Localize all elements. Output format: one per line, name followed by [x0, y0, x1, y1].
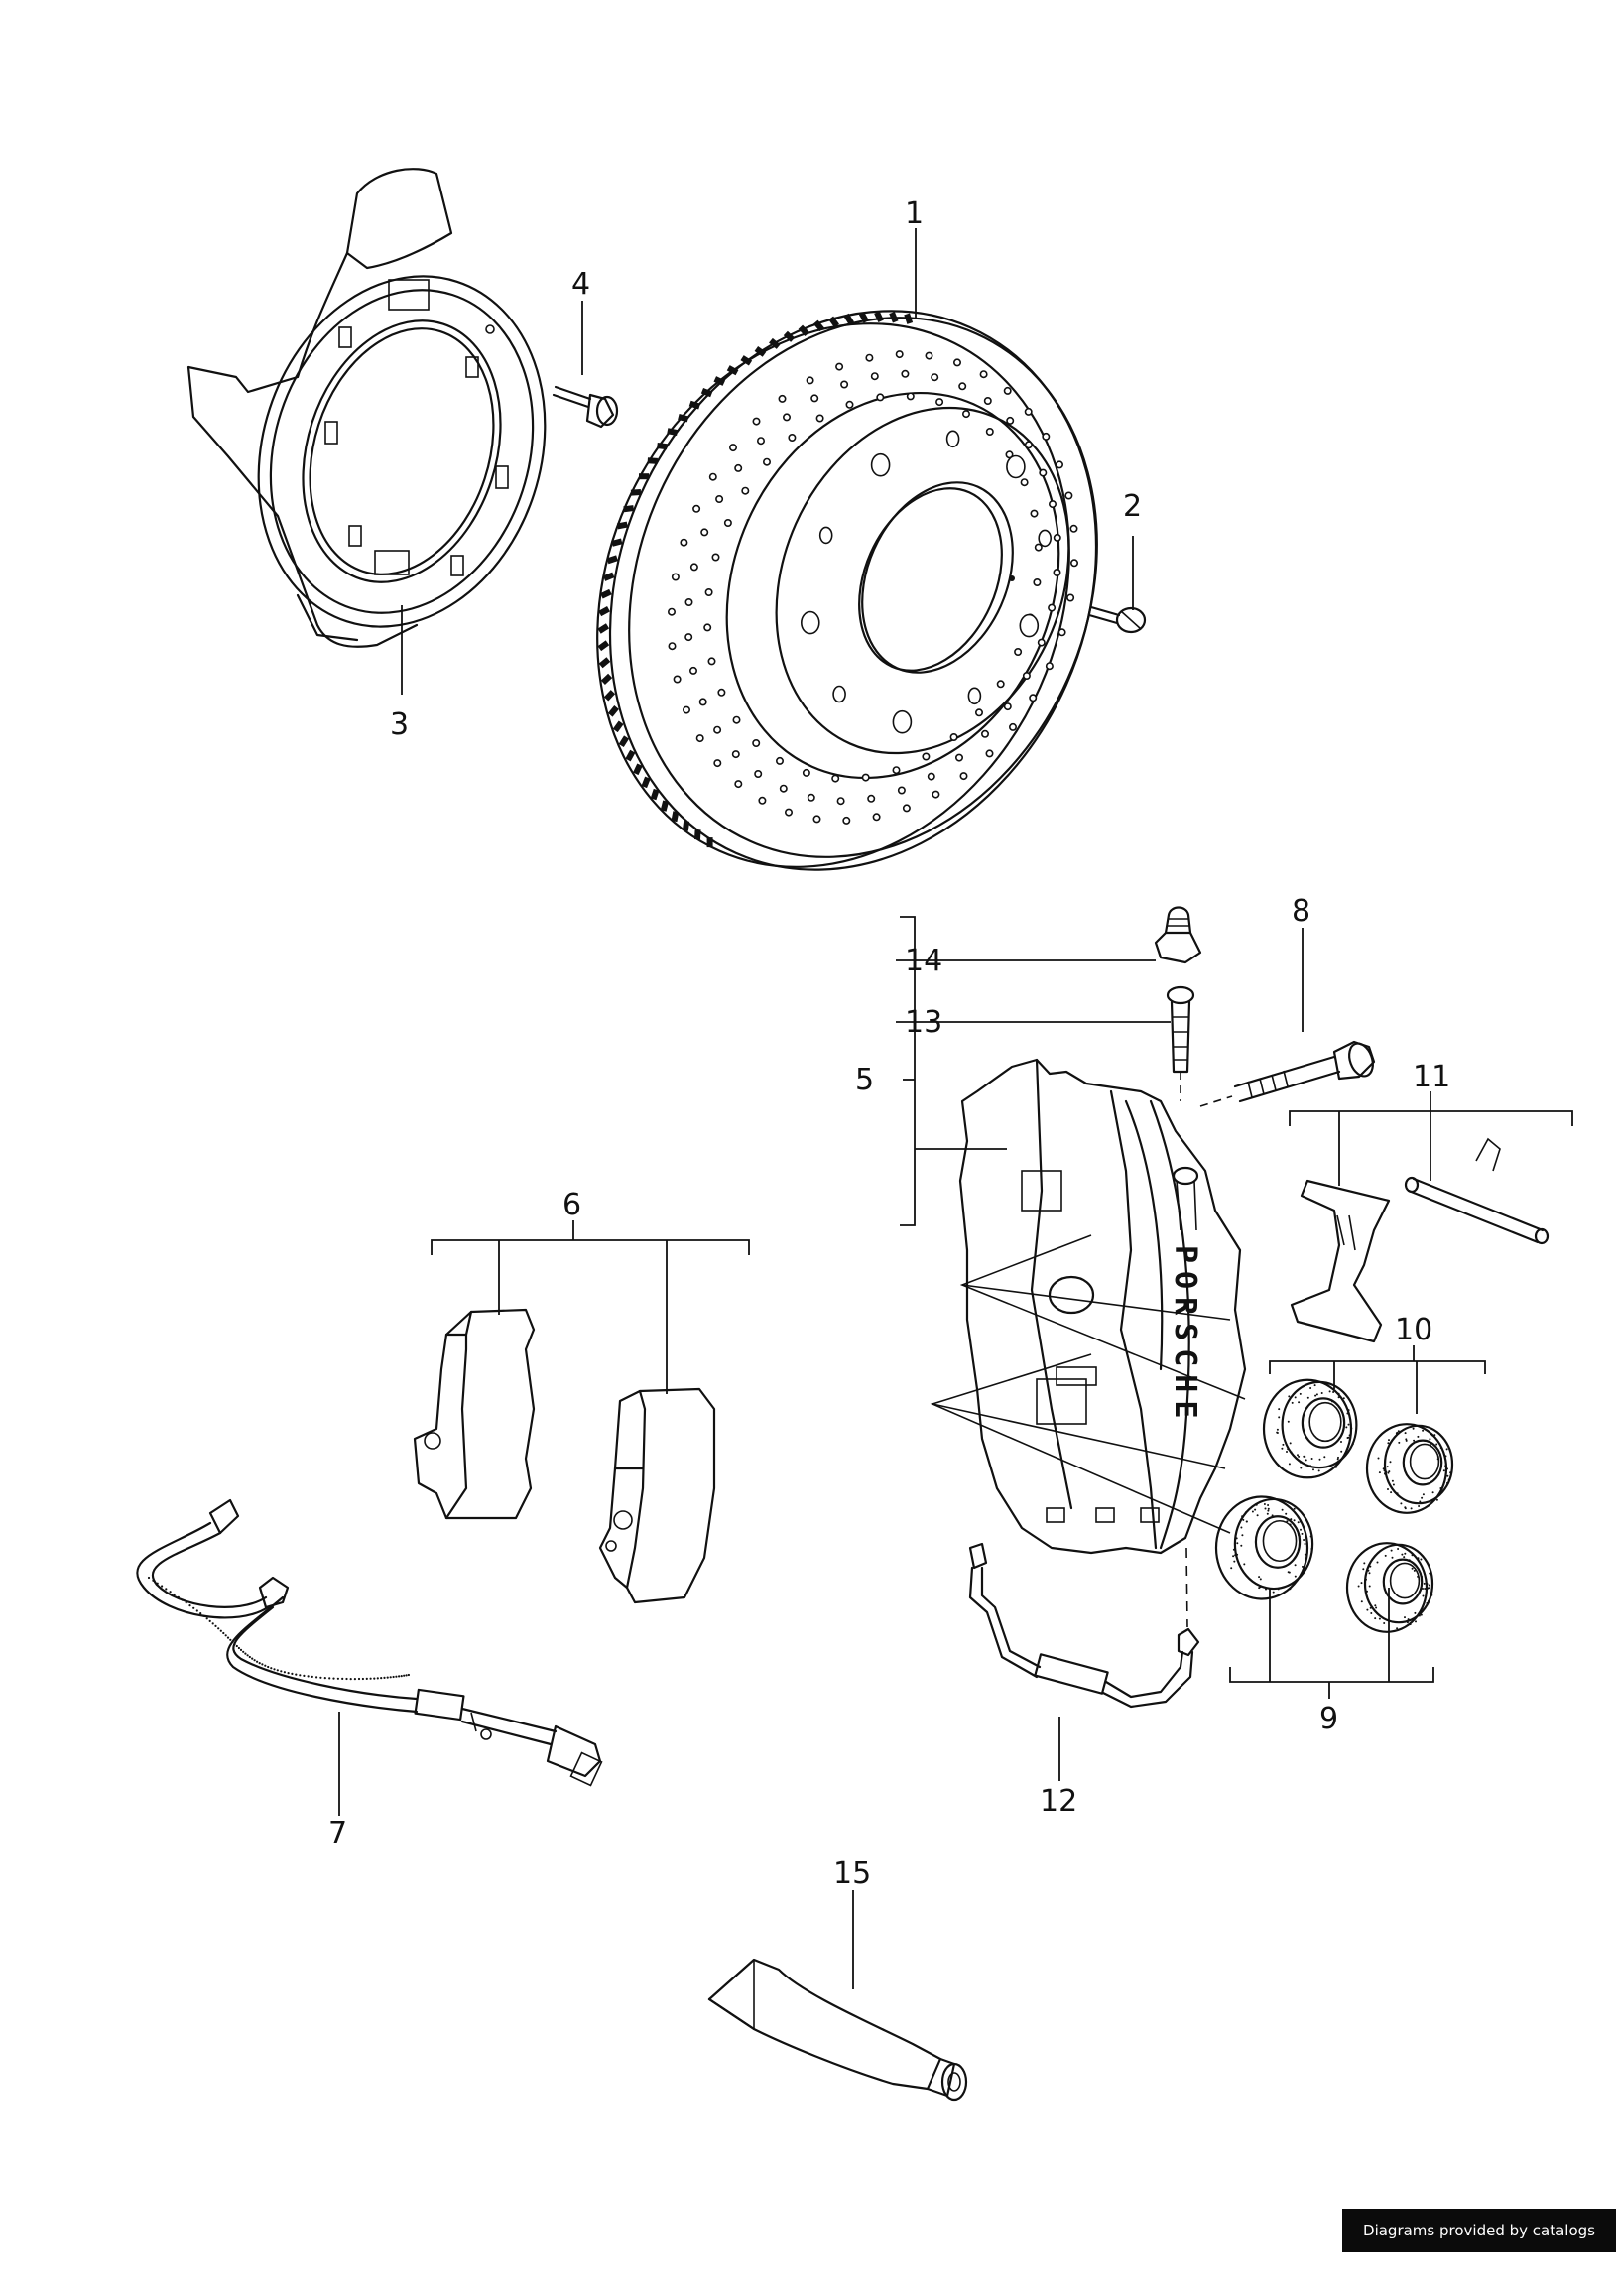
- brake-line: [970, 1544, 1198, 1707]
- callout-numbers: 1 2 3 4 5 6 7 8 9 10 11 12 13 14 15: [328, 196, 1450, 1891]
- credit-badge: Diagrams provided by catalogs parts: [1342, 2209, 1616, 2252]
- wear-sensor: [137, 1500, 601, 1785]
- pistons: [1216, 1380, 1452, 1632]
- callout-10: 10: [1395, 1313, 1432, 1347]
- callout-13: 13: [905, 1005, 942, 1040]
- callout-15: 15: [833, 1856, 871, 1891]
- callout-8: 8: [1292, 894, 1310, 929]
- caliper-bolt: [1200, 1040, 1377, 1106]
- callout-11: 11: [1413, 1060, 1450, 1094]
- pad-retainer: [1292, 1139, 1548, 1341]
- callout-1: 1: [905, 196, 924, 231]
- callout-5: 5: [855, 1063, 874, 1097]
- caliper-logo: PORSCHE: [1168, 1245, 1202, 1426]
- callout-6: 6: [562, 1188, 581, 1222]
- callout-3: 3: [390, 707, 409, 742]
- grease-tube: [709, 1960, 966, 2100]
- brake-shield: [188, 169, 589, 664]
- callout-7: 7: [328, 1816, 347, 1850]
- callout-2: 2: [1123, 489, 1142, 524]
- bleeder-valve: [1168, 987, 1193, 1101]
- callout-12: 12: [1040, 1784, 1077, 1819]
- piston: [1367, 1424, 1452, 1513]
- brake-caliper: PORSCHE: [960, 1060, 1245, 1553]
- bleeder-cap: [1156, 908, 1200, 963]
- callout-4: 4: [571, 267, 590, 302]
- brake-pads: [415, 1310, 714, 1602]
- leader-lines: [339, 228, 1572, 1989]
- shield-bolt: [554, 387, 617, 427]
- piston: [1347, 1543, 1433, 1632]
- callout-14: 14: [905, 944, 942, 978]
- brake-disc: [513, 232, 1183, 948]
- callout-9: 9: [1319, 1702, 1338, 1736]
- piston: [1264, 1380, 1356, 1478]
- piston: [1216, 1496, 1312, 1598]
